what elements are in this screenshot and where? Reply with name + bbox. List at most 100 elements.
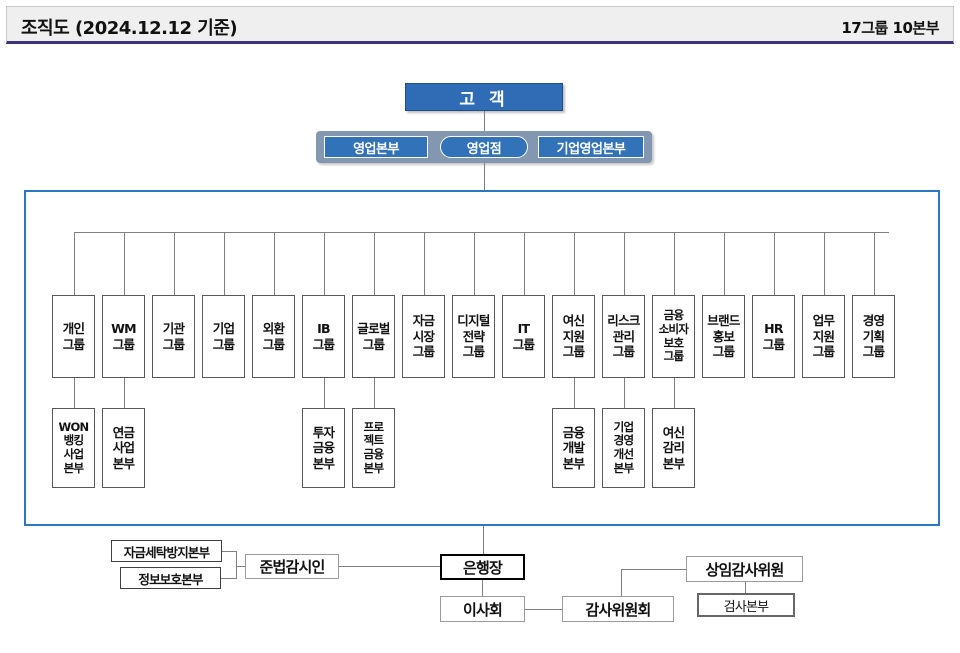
group-count-summary: 17그룹 10본부 <box>841 19 939 37</box>
group-label-line: 기업 <box>212 320 235 336</box>
group-label-line: 그룹 <box>612 344 635 360</box>
division-label-line: 기업 <box>613 419 634 434</box>
group-label-line: 관리 <box>612 328 635 344</box>
channel-box-2: 기업영업본부 <box>538 136 644 158</box>
division-label-line: 투자 <box>312 424 335 440</box>
group-label-line: 리스크 <box>607 313 640 329</box>
group-label-line: 그룹 <box>412 344 435 360</box>
group-label-line: 홍보 <box>712 328 735 344</box>
group-label-line: 그룹 <box>162 336 185 352</box>
group-label-line: 지원 <box>562 328 585 344</box>
connector-bus-to-group-12 <box>674 232 675 295</box>
division-label-line: 여신 <box>662 424 685 440</box>
group-label-line: 그룹 <box>762 336 785 352</box>
connector-standing-auditor-to-inspection <box>745 582 746 593</box>
connector-infosec-to-bus <box>221 578 236 579</box>
division-label-line: 본부 <box>63 460 84 475</box>
group-label-line: 그룹 <box>312 336 335 352</box>
group-label-line: 외환 <box>262 320 285 336</box>
sales-channel-band: 영업본부 영업점 기업영업본부 <box>316 131 652 163</box>
group-label-line: 브랜드 <box>707 313 740 329</box>
group-label-line: 그룹 <box>562 344 585 360</box>
connector-bus-to-group-1 <box>124 232 125 295</box>
connector-bus-to-group-15 <box>824 232 825 295</box>
infosec-division-box: 정보보호본부 <box>120 567 221 589</box>
division-label-line: 프로 <box>363 419 384 434</box>
group-label-line: IB <box>317 320 330 336</box>
connector-group-to-division-0 <box>74 378 75 408</box>
page-title: 조직도 (2024.12.12 기준) <box>21 18 238 39</box>
connector-bus-to-group-10 <box>574 232 575 295</box>
group-label-line: 그룹 <box>112 336 135 352</box>
connector-bus-to-group-4 <box>274 232 275 295</box>
page-header: 조직도 (2024.12.12 기준) 17그룹 10본부 <box>6 6 954 44</box>
group-label-line: 기관 <box>162 320 185 336</box>
connector-audit-vertical <box>621 569 622 596</box>
connector-left-vertical-bus <box>236 551 237 579</box>
connector-bus-to-group-6 <box>374 232 375 295</box>
connector-group-to-division-4 <box>574 378 575 408</box>
group-label-line: 지원 <box>812 328 835 344</box>
division-label-line: 본부 <box>112 455 135 471</box>
division-label-line: 연금 <box>112 424 135 440</box>
group-label-line: 경영 <box>862 313 885 329</box>
channel-box-0: 영업본부 <box>324 136 428 158</box>
connector-bus-to-group-16 <box>874 232 875 295</box>
division-label-line: 본부 <box>662 455 685 471</box>
aml-division-box: 자금세탁방지본부 <box>111 540 222 562</box>
connector-band-to-container <box>484 163 485 190</box>
group-label-line: 디지털 <box>457 313 490 329</box>
connector-bus-to-group-13 <box>724 232 725 295</box>
connector-bus-to-group-2 <box>174 232 175 295</box>
group-label-line: 그룹 <box>512 336 535 352</box>
group-label-line: 보호 <box>663 335 684 350</box>
connector-bus-to-group-0 <box>74 232 75 295</box>
group-label-line: 업무 <box>812 313 835 329</box>
connector-group-to-division-1 <box>124 378 125 408</box>
group-label-line: 그룹 <box>712 344 735 360</box>
division-label-line: 개발 <box>562 440 585 456</box>
division-label-line: 금융 <box>363 447 384 461</box>
group-label-line: 시장 <box>412 328 435 344</box>
group-label-line: 그룹 <box>462 344 485 360</box>
connector-container-to-president <box>483 526 484 556</box>
connector-compliance-to-president <box>339 566 440 567</box>
connector-group-to-division-6 <box>674 378 675 408</box>
board-of-directors-box: 이사회 <box>440 596 525 622</box>
connector-group-to-division-2 <box>324 378 325 408</box>
connector-bus-to-group-9 <box>524 232 525 295</box>
channel-box-1: 영업점 <box>440 136 528 158</box>
standing-auditor-box: 상임감사위원 <box>686 556 803 582</box>
connector-bus-to-group-11 <box>624 232 625 295</box>
compliance-officer-box: 준법감시인 <box>245 554 339 579</box>
division-label-line: 경영 <box>613 433 634 448</box>
group-label-line: 여신 <box>562 313 585 329</box>
division-label-line: 금융 <box>312 440 335 456</box>
division-label-line: 사업 <box>63 447 84 461</box>
group-label-line: 자금 <box>412 313 435 329</box>
group-label-line: 전략 <box>462 328 485 344</box>
connector-bus-to-group-5 <box>324 232 325 295</box>
customer-box: 고 객 <box>405 83 563 111</box>
group-label-line: 개인 <box>62 320 85 336</box>
division-label-line: 본부 <box>363 460 384 475</box>
